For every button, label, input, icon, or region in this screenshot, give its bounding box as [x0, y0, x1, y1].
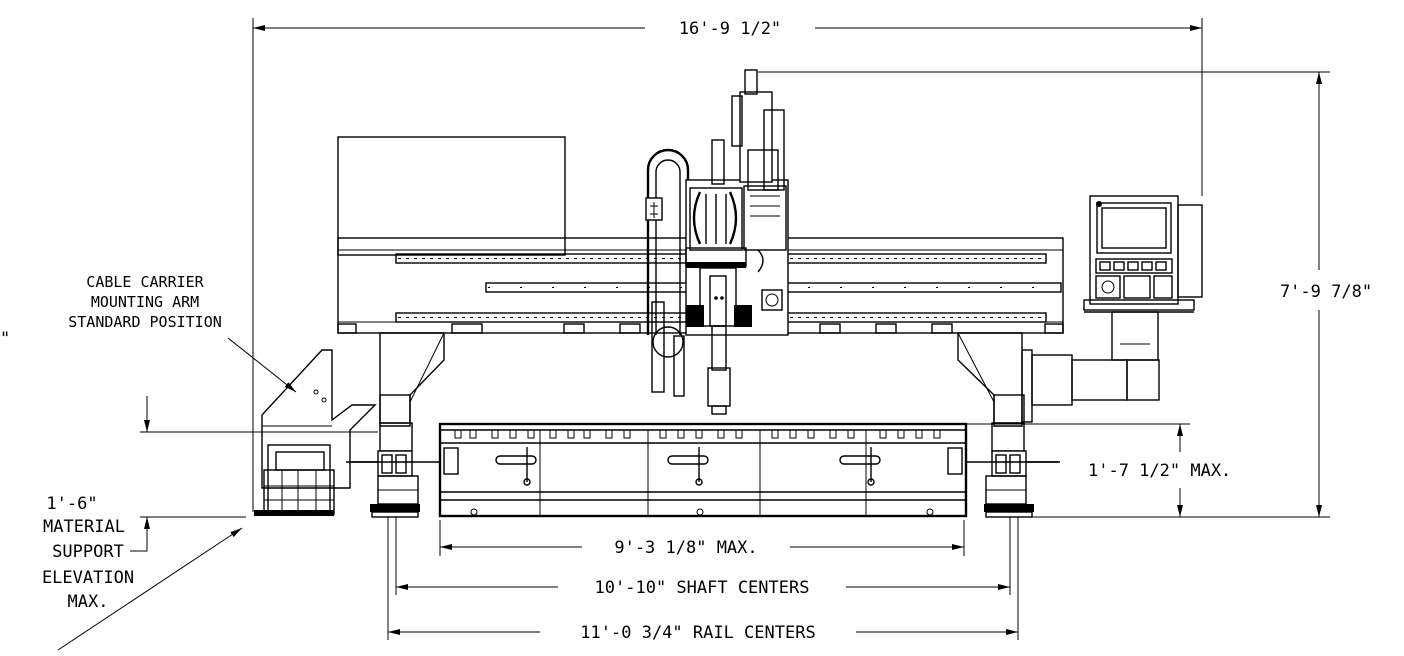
- material-support-line-1: 1'-6": [46, 494, 97, 514]
- machine-outline: [254, 69, 1203, 518]
- cable-carrier-note: CABLE CARRIER MOUNTING ARM STANDARD POSI…: [68, 273, 222, 331]
- cable-carrier-line-3: STANDARD POSITION: [68, 313, 222, 331]
- overall-width-label: 16'-9 1/2": [679, 19, 781, 39]
- material-support-line-5: MAX.: [68, 592, 109, 612]
- material-support-line-4: ELEVATION: [42, 568, 134, 588]
- material-support-line-2: MATERIAL: [43, 517, 125, 537]
- table-width-label: 9'-3 1/8" MAX.: [614, 538, 757, 558]
- dimension-labels: 16'-9 1/2" 7'-9 7/8" 1'-7 1/2" MAX. 9'-3…: [580, 19, 1372, 643]
- cable-carrier-line-1: CABLE CARRIER: [86, 273, 204, 291]
- material-support-line-3: SUPPORT: [52, 542, 124, 562]
- cable-carrier-line-2: MOUNTING ARM: [91, 293, 199, 311]
- material-support-note: 1'-6" MATERIAL SUPPORT ELEVATION MAX.: [42, 494, 134, 612]
- overall-height-label: 7'-9 7/8": [1280, 282, 1372, 302]
- dimension-lines: [57, 18, 1330, 651]
- shaft-centers-label: 10'-10" SHAFT CENTERS: [595, 578, 810, 598]
- cropped-edge-mark: ": [0, 329, 10, 349]
- table-height-label: 1'-7 1/2" MAX.: [1088, 461, 1231, 481]
- rail-centers-label: 11'-0 3/4" RAIL CENTERS: [580, 623, 815, 643]
